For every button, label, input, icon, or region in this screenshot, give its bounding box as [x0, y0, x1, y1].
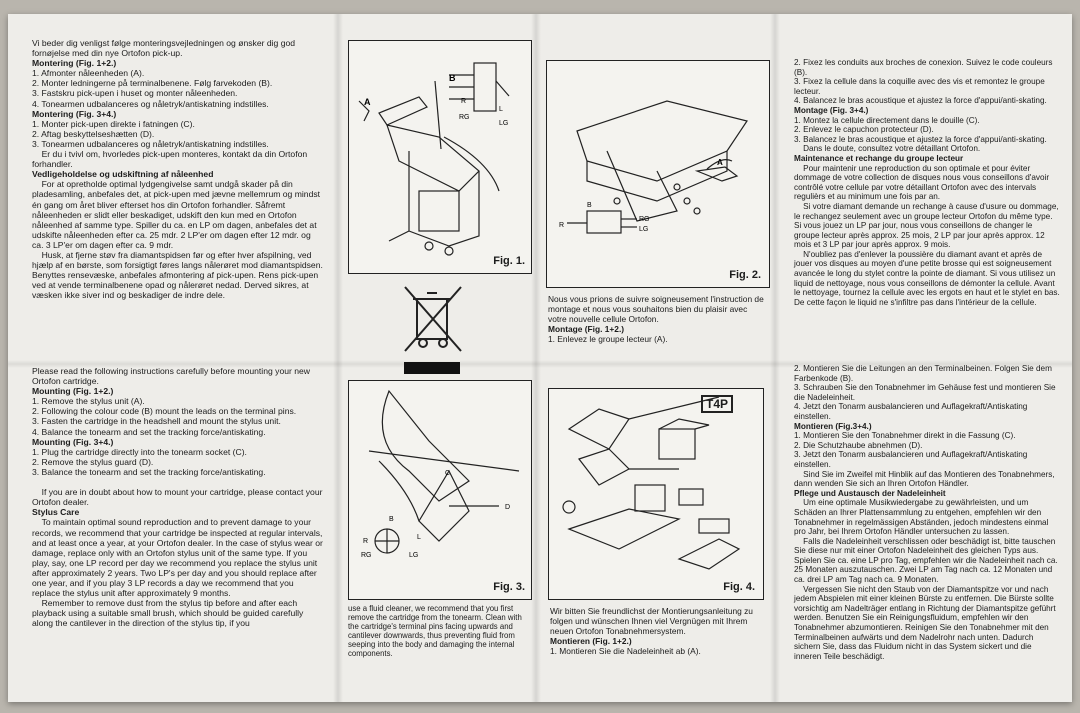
paragraph: Nous vous prions de suivre soigneusement… — [548, 294, 767, 324]
fig2-mark-b: B — [587, 202, 592, 209]
fig3-mark-d: D — [505, 504, 510, 511]
paragraph: Pour maintenir une reproduction du son o… — [794, 163, 1060, 307]
section-heading: Montage (Fig. 1+2.) — [548, 324, 625, 334]
section-heading: Montieren (Fig. 1+2.) — [550, 636, 632, 646]
paragraph: Vi beder dig venligst følge monteringsve… — [32, 38, 298, 59]
figure-1: A B R L RG LG Fig. 1. — [348, 40, 532, 274]
fold-line-3 — [770, 14, 780, 702]
fig1-mark-rg: RG — [459, 114, 470, 121]
t4p-logo: T4P — [701, 395, 734, 413]
paragraph: 1. Montieren Sie die Nadeleinheit ab (A)… — [550, 646, 701, 656]
figure-3: B C D R L RG LG Fig. 3. — [348, 380, 532, 600]
paragraph: 2. Montieren Sie die Leitungen an den Te… — [794, 364, 1056, 421]
french-intro: Nous vous prions de suivre soigneusement… — [548, 294, 768, 344]
figure-2: A B R RG LG Fig. 2. — [546, 60, 770, 288]
fig1-mark-lg: LG — [499, 120, 508, 127]
french-section: 2. Fixez les conduits aux broches de con… — [794, 58, 1060, 307]
fig3-mark-c: C — [445, 470, 450, 477]
fig2-label: Fig. 2. — [729, 269, 761, 281]
paragraph: For at opretholde optimal lydgengivelse … — [32, 179, 323, 301]
fig2-mark-rg: RG — [639, 216, 650, 223]
fig2-mark-lg: LG — [639, 226, 648, 233]
paragraph: Um eine optimale Musikwiedergabe zu gewä… — [794, 498, 1058, 661]
english-continuation: use a fluid cleaner, we recommend that y… — [348, 604, 524, 658]
fold-line-2 — [531, 14, 541, 702]
german-section: 2. Montieren Sie die Leitungen an den Te… — [794, 364, 1060, 661]
section-heading: Montage (Fig. 3+4.) — [794, 105, 869, 115]
section-heading: Vedligeholdelse og udskiftning af nåleen… — [32, 169, 214, 180]
section-heading: Montieren (Fig.3+4.) — [794, 421, 872, 431]
tonearm-plug-illustration: B C D R L RG LG — [361, 389, 520, 559]
fig3-label: Fig. 3. — [493, 581, 525, 593]
section-heading: Montering (Fig. 1+2.) — [32, 58, 117, 69]
horizontal-fold — [8, 360, 1072, 368]
paragraph: Wir bitten Sie freundlichst der Montieru… — [550, 606, 756, 636]
fig1-label: Fig. 1. — [493, 255, 525, 267]
section-heading: Montering (Fig. 3+4.) — [32, 108, 117, 119]
paragraph: 1. Afmonter nåleenheden (A). 2. Monter l… — [32, 68, 273, 109]
section-heading: Stylus Care — [32, 507, 80, 518]
paragraph: 1. Montieren Sie den Tonabnehmer direkt … — [794, 431, 1055, 489]
fig3-mark-l: L — [417, 534, 421, 541]
black-bar — [404, 362, 460, 374]
fig3-mark-lg: LG — [409, 552, 418, 559]
section-heading: Pflege und Austausch der Nadeleinheit — [794, 488, 946, 498]
paragraph: 1. Remove the stylus unit (A). 2. Follow… — [32, 396, 297, 437]
fig1-mark-a: A — [364, 97, 371, 107]
paragraph: 1. Plug the cartridge directly into the … — [32, 446, 323, 508]
fig4-label: Fig. 4. — [723, 581, 755, 593]
paragraph: 2. Fixez les conduits aux broches de con… — [794, 58, 1053, 106]
fig3-mark-rg: RG — [361, 552, 372, 559]
fig2-mark-a: A — [717, 158, 723, 167]
paragraph: To maintain optimal sound reproduction a… — [32, 517, 323, 629]
instruction-leaflet: Vi beder dig venligst følge monteringsve… — [8, 14, 1072, 702]
t4p-cartridge-illustration — [562, 396, 741, 570]
fig1-mark-l: L — [499, 106, 503, 113]
paragraph: 1. Monter pick-upen direkte i fatningen … — [32, 118, 308, 170]
paragraph: Please read the following instructions c… — [32, 366, 313, 387]
fold-line-1 — [333, 14, 343, 702]
paragraph: 1. Montez la cellule directement dans le… — [794, 115, 1047, 154]
fig3-mark-b: B — [389, 516, 394, 523]
fig1-mark-b: B — [449, 73, 456, 83]
section-heading: Mounting (Fig. 1+2.) — [32, 386, 114, 397]
cartridge-headshell-illustration: A B R L RG LG — [358, 62, 510, 256]
fig1-mark-r: R — [461, 98, 466, 105]
fig2-mark-r: R — [559, 222, 564, 229]
weee-bin-icon — [404, 286, 462, 352]
german-intro: Wir bitten Sie freundlichst der Montieru… — [550, 606, 762, 656]
stylus-removal-illustration: A B R RG LG — [559, 100, 748, 234]
fig3-mark-r: R — [363, 538, 368, 545]
english-section: Please read the following instructions c… — [32, 366, 324, 628]
paragraph: 1. Enlevez le groupe lecteur (A). — [548, 334, 668, 344]
danish-section: Vi beder dig venligst følge monteringsve… — [32, 38, 324, 300]
figure-4: T4P Fig. 4. — [548, 388, 764, 600]
section-heading: Mounting (Fig. 3+4.) — [32, 436, 114, 447]
section-heading: Maintenance et rechange du groupe lecteu… — [794, 153, 964, 163]
